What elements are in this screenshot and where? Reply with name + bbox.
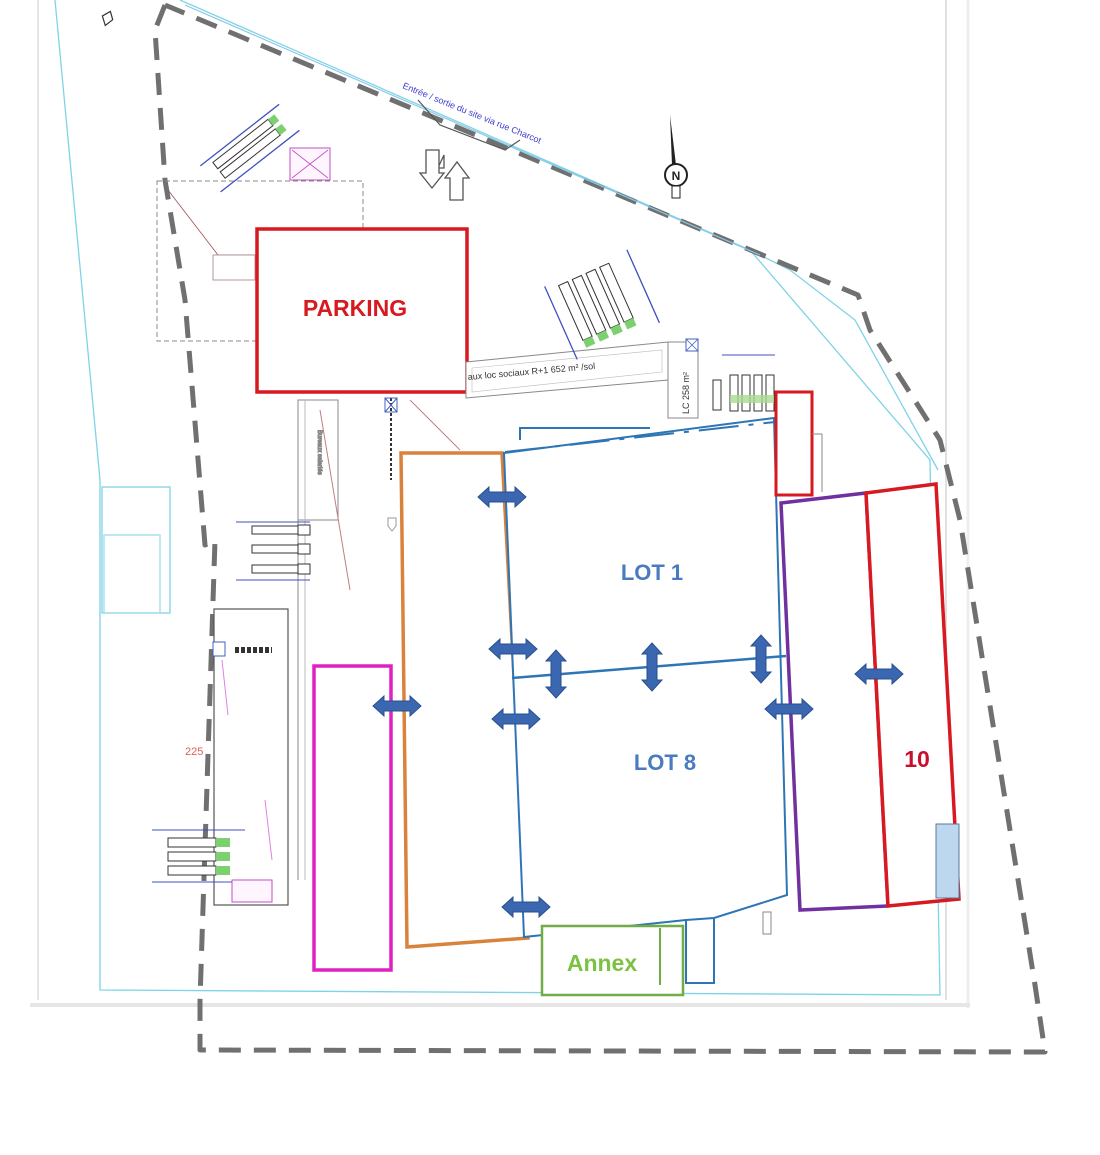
social-housing-building: aux loc sociaux R+1 652 m² /sol LC 258 m…: [465, 338, 699, 419]
survey-marker-icon: [101, 10, 114, 27]
bike-rack-left-middle: [236, 521, 311, 581]
annex-label: Annex: [567, 950, 638, 976]
left-long-building: 225: [152, 608, 289, 906]
unit-magenta: [312, 664, 393, 972]
lot-1-8-block: LOT 1 LOT 8: [502, 416, 789, 984]
svg-text:N: N: [672, 169, 681, 183]
north-arrow-icon: N: [664, 115, 688, 199]
annex: Annex: [540, 924, 685, 997]
parking-area: PARKING: [255, 227, 469, 394]
site-perimeter: [152, 2, 1048, 1055]
left-structures: Bureaux salariés: [297, 397, 461, 880]
lot-8-label: LOT 8: [634, 750, 696, 775]
lot-1-label: LOT 1: [621, 560, 683, 585]
entry-arrows-icon: [418, 149, 471, 201]
svg-text:225: 225: [185, 746, 203, 758]
svg-text:LC 258 m²: LC 258 m²: [681, 372, 691, 414]
svg-text:Bureaux salariés: Bureaux salariés: [316, 430, 322, 475]
bike-rack-center: [544, 249, 661, 360]
lot-10-label: 10: [904, 746, 930, 772]
bike-rack-topleft: [199, 103, 300, 193]
parking-label: PARKING: [303, 295, 407, 321]
unit-10: 10: [864, 482, 961, 908]
unit-red-small: [774, 390, 814, 497]
unit-orange: [399, 451, 530, 949]
bike-rack-right: [712, 354, 775, 412]
